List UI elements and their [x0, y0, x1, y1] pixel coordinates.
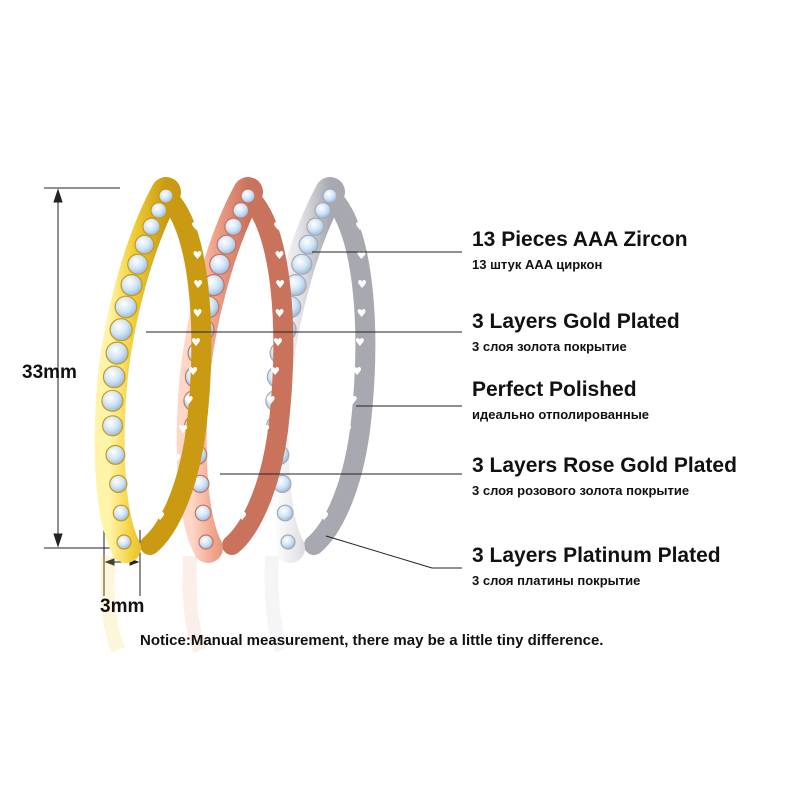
heart-cutout-icon: ♥	[352, 365, 362, 378]
width-measurement: 3mm	[100, 596, 145, 617]
hoop-earrings: ♥ ♥ ♥ ♥ ♥ ♥ ♥ ♥ ♥ ♥ ♥ ♥ ♥ ♥ ♥ ♥ ♥ ♥ ♥ ♥ ♥ ♥ ♥ ♥ ♥ ♥ ♥ ♥ ♥ ♥ ♥ ♥ ♥	[94, 177, 376, 563]
heart-cutout-icon: ♥	[266, 394, 276, 407]
zircon-stone	[114, 295, 138, 319]
zircon-stone	[109, 474, 128, 494]
feature-subtitle: 13 штук AAA циркон	[472, 257, 603, 272]
zircon-stone	[112, 504, 130, 522]
callout-lines	[146, 251, 462, 569]
zircon-stone	[276, 504, 294, 522]
feature-gold-plated: 3 Layers Gold Plated 3 слоя золота покры…	[472, 310, 680, 356]
zircon-stone	[102, 365, 126, 389]
hoop-back-band	[222, 188, 294, 555]
feature-title: 13 Pieces AAA Zircon	[472, 228, 688, 251]
heart-cutout-icon: ♥	[193, 249, 203, 262]
height-measurement: 33mm	[22, 362, 77, 383]
zircon-stone	[105, 341, 129, 365]
zircon-stone	[240, 188, 256, 204]
hoop-back-band	[140, 188, 212, 555]
zircon-stone	[158, 188, 174, 204]
feature-subtitle: 3 слоя золота покрытие	[472, 339, 627, 354]
feature-rose-gold-plated: 3 Layers Rose Gold Plated 3 слоя розовог…	[472, 454, 737, 500]
measurement-notice: Notice:Manual measurement, there may be …	[140, 632, 604, 649]
feature-platinum-plated: 3 Layers Platinum Plated 3 слоя платины …	[472, 544, 721, 590]
heart-cutout-icon: ♥	[357, 249, 367, 262]
heart-cutout-icon: ♥	[270, 365, 280, 378]
height-dimension-lines	[44, 187, 120, 549]
heart-cutout-icon: ♥	[275, 307, 285, 320]
zircon-stone	[116, 534, 132, 550]
feature-polished: Perfect Polished идеально отполированные	[472, 378, 649, 424]
zircon-stone	[291, 253, 313, 275]
reflection	[100, 555, 289, 653]
zircon-stone	[142, 217, 161, 236]
zircon-stone	[209, 253, 231, 275]
heart-cutout-icon: ♥	[246, 481, 256, 494]
hoop-gold: ♥ ♥ ♥ ♥ ♥ ♥ ♥ ♥ ♥ ♥ ♥	[94, 177, 212, 563]
zircon-stone	[109, 318, 133, 342]
zircon-stone	[298, 234, 319, 255]
zircon-stone	[120, 274, 143, 297]
zircon-stone	[134, 234, 155, 255]
heart-cutout-icon: ♥	[355, 336, 365, 349]
zircon-stone	[150, 201, 168, 219]
zircon-stone	[322, 188, 338, 204]
feature-subtitle: 3 слоя платины покрытие	[472, 573, 641, 588]
heart-cutout-icon: ♥	[336, 452, 346, 465]
zircon-stone	[280, 534, 296, 550]
zircon-stone	[101, 415, 124, 437]
zircon-stone	[232, 201, 250, 219]
zircon-stone	[314, 201, 332, 219]
heart-cutout-icon: ♥	[319, 510, 329, 523]
zircon-stone	[105, 444, 126, 465]
heart-cutout-icon: ♥	[254, 452, 264, 465]
zircon-stone	[198, 534, 214, 550]
heart-cutout-icon: ♥	[355, 220, 365, 233]
heart-cutout-icon: ♥	[172, 452, 182, 465]
zircon-stone	[216, 234, 237, 255]
heart-cutout-icon: ♥	[342, 423, 352, 436]
heart-cutout-icon: ♥	[184, 394, 194, 407]
heart-cutout-icon: ♥	[260, 423, 270, 436]
heart-cutout-icon: ♥	[237, 510, 247, 523]
heart-cutout-icon: ♥	[273, 336, 283, 349]
zircon-stone	[101, 389, 124, 412]
heart-cutout-icon: ♥	[191, 220, 201, 233]
heart-cutout-icon: ♥	[328, 481, 338, 494]
heart-cutout-icon: ♥	[275, 249, 285, 262]
feature-zircon: 13 Pieces AAA Zircon 13 штук AAA циркон	[472, 228, 688, 274]
heart-cutout-icon: ♥	[164, 481, 174, 494]
feature-subtitle: 3 слоя розового золота покрытие	[472, 483, 690, 498]
heart-cutout-icon: ♥	[348, 394, 358, 407]
heart-cutout-icon: ♥	[178, 423, 188, 436]
heart-cutout-icon: ♥	[275, 278, 285, 291]
feature-title: 3 Layers Platinum Plated	[472, 544, 721, 567]
heart-cutout-icon: ♥	[155, 510, 165, 523]
feature-title: 3 Layers Gold Plated	[472, 310, 680, 333]
feature-subtitle: идеально отполированные	[472, 407, 650, 422]
heart-cutout-icon: ♥	[357, 278, 367, 291]
zircon-stone	[127, 253, 149, 275]
heart-cutout-icon: ♥	[357, 307, 367, 320]
heart-cutout-icon: ♥	[188, 365, 198, 378]
heart-cutout-icon: ♥	[273, 220, 283, 233]
hoop-back-band	[304, 188, 376, 555]
zircon-stone	[306, 217, 325, 236]
zircon-stone	[194, 504, 212, 522]
heart-cutout-icon: ♥	[191, 336, 201, 349]
feature-title: 3 Layers Rose Gold Plated	[472, 454, 737, 477]
feature-title: Perfect Polished	[472, 378, 637, 401]
heart-cutout-icon: ♥	[193, 278, 203, 291]
zircon-stone	[224, 217, 243, 236]
heart-cutout-icon: ♥	[193, 307, 203, 320]
